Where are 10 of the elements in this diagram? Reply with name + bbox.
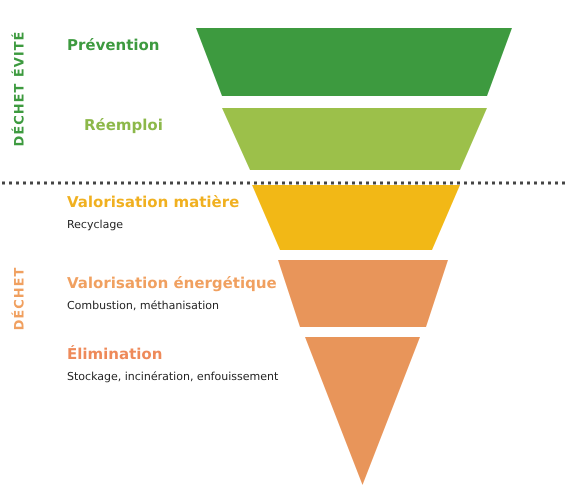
side-label: DÉCHET ÉVITÉ: [12, 30, 28, 148]
side-label: DÉCHET: [12, 266, 28, 332]
level-examples: Stockage, incinération, enfouissement: [67, 370, 278, 383]
level-examples: Combustion, méthanisation: [67, 299, 219, 312]
level-title: Prévention: [67, 36, 160, 54]
level-title: Réemploi: [84, 116, 163, 134]
level-title: Valorisation matière: [67, 193, 240, 211]
level-examples: Recyclage: [67, 218, 124, 231]
level-title: Valorisation énergétique: [67, 274, 277, 292]
level-title: Élimination: [67, 345, 162, 363]
